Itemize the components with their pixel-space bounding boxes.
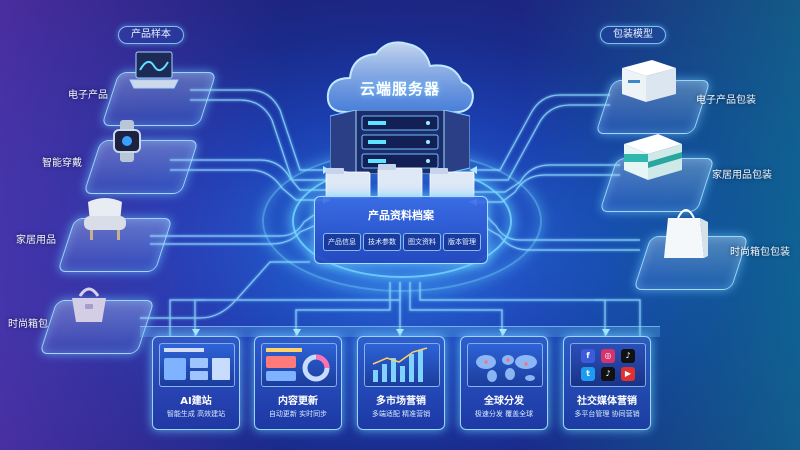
panel-global-distribution-title: 全球分发 [484,396,524,407]
panel-content-update: 内容更新 自动更新 实时同步 [254,336,342,430]
label-home: 家居用品 [16,235,56,246]
smartwatch-icon [113,120,141,162]
label-bags: 时尚箱包 [8,319,48,330]
panel-multi-market-title: 多市场营销 [376,396,426,407]
panel-content-update-title: 内容更新 [278,396,318,407]
ai-site-screen [159,343,235,387]
dashboard-preview-icon [266,348,330,382]
panel-ai-site-subtitle: 智能生成 高效建站 [166,410,226,418]
folder-stack-icon [325,164,475,199]
label-bags-pack: 时尚箱包包装 [730,247,790,258]
facebook-icon: f [581,349,595,363]
packaging-models-pill: 包装模型 [600,26,666,44]
laptop-icon [129,51,179,89]
panel-global-distribution: 全球分发 极速分发 覆盖全球 [460,336,548,430]
panel-content-update-subtitle: 自动更新 实时同步 [268,410,328,418]
archive-tag-media: 图文资料 [403,233,441,251]
label-home-pack: 家居用品包装 [712,170,772,181]
youtube-icon: ▶ [621,367,635,381]
bar-chart-icon [372,347,428,382]
product-samples-pill: 产品样本 [118,26,184,44]
panel-multi-market-subtitle: 多端适配 精准营销 [371,410,431,418]
panel-social-marketing-subtitle: 多平台管理 协同营销 [574,410,640,418]
tiktok-icon: ♪ [621,349,635,363]
world-map-icon [476,355,537,382]
tiktok-icon-2: ♪ [601,367,615,381]
panel-global-distribution-subtitle: 极速分发 覆盖全球 [474,410,534,418]
cloud-icon [326,41,474,114]
package-box-icon [624,134,682,180]
label-electronics: 电子产品 [68,90,108,101]
handbag-icon [72,287,106,322]
social-marketing-screen: f ◎ ♪ t ♪ ▶ [570,343,646,387]
archive-tag-tech-specs: 技术参数 [363,233,401,251]
archive-tag-product-info: 产品信息 [323,233,361,251]
cloud-server-label: 云端服务器 [359,80,440,98]
panel-multi-market: 多市场营销 多端适配 精准营销 [357,336,445,430]
server-rack-icon [330,110,470,174]
panel-ai-site-title: AI建站 [180,396,212,407]
website-preview-icon [164,348,230,380]
multi-market-screen [364,343,440,387]
product-archive-panel: 产品资料档案 产品信息 技术参数 图文资料 版本管理 [314,196,488,264]
label-wearables: 智能穿戴 [42,158,82,169]
twitter-icon: t [581,367,595,381]
armchair-icon [84,198,126,240]
panel-ai-site: AI建站 智能生成 高效建站 [152,336,240,430]
product-box-icon [622,60,676,102]
content-update-screen [261,343,337,387]
shopping-bag-icon [664,209,708,258]
bottom-platform [140,326,660,337]
panel-social-marketing: f ◎ ♪ t ♪ ▶ 社交媒体营销 多平台管理 协同营销 [563,336,651,430]
global-distribution-screen [467,343,543,387]
panel-social-marketing-title: 社交媒体营销 [577,396,637,407]
label-electronics-pack: 电子产品包装 [696,95,756,106]
archive-tag-versions: 版本管理 [443,233,481,251]
archive-title: 产品资料档案 [368,209,434,222]
instagram-icon: ◎ [601,349,615,363]
